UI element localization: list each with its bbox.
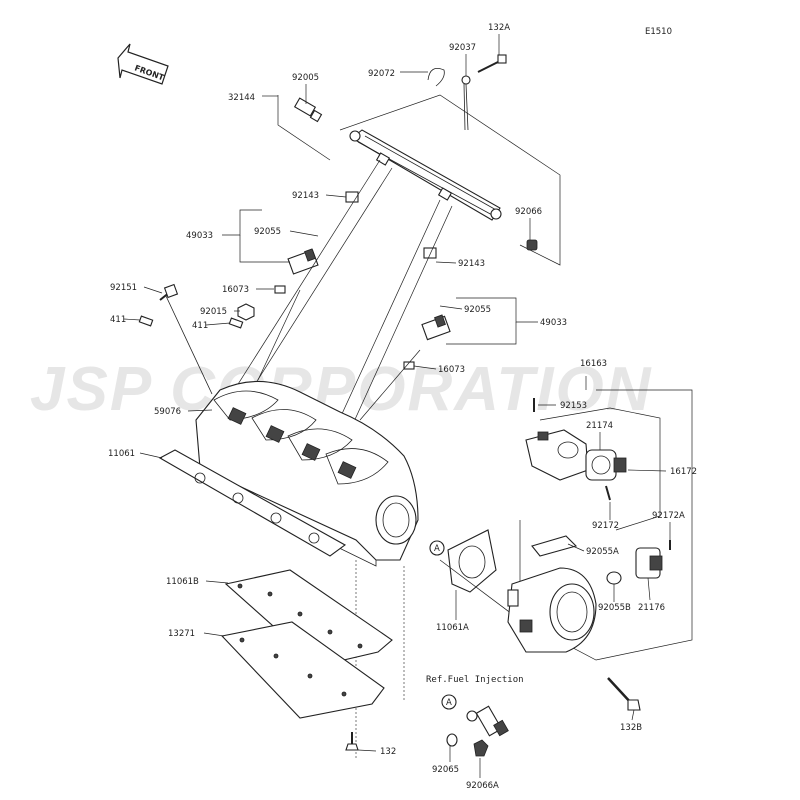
plug-92066A bbox=[473, 739, 489, 757]
fuel-rail bbox=[349, 129, 502, 221]
seal-92143-right bbox=[423, 247, 437, 259]
assembly-lines bbox=[227, 159, 453, 449]
label-92172A: 92172A bbox=[652, 511, 685, 521]
sub-group-box bbox=[539, 407, 661, 531]
bolt-132A bbox=[477, 54, 507, 73]
rail-bracket bbox=[277, 95, 331, 161]
label-16163: 16163 bbox=[580, 359, 607, 369]
rail-outline bbox=[339, 94, 561, 266]
bolt-132B bbox=[607, 677, 641, 711]
label-132B: 132B bbox=[620, 723, 642, 733]
label-92066A: 92066A bbox=[466, 781, 499, 791]
washer-92065 bbox=[446, 733, 458, 747]
bolt-92151 bbox=[159, 283, 213, 395]
throttle-body bbox=[507, 567, 597, 653]
label-92143-left: 92143 bbox=[292, 191, 319, 201]
label-92015: 92015 bbox=[200, 307, 227, 317]
label-132: 132 bbox=[380, 747, 396, 757]
label-49033-left: 49033 bbox=[186, 231, 213, 241]
label-13271: 13271 bbox=[168, 629, 195, 639]
label-16073-right: 16073 bbox=[438, 365, 465, 375]
label-92072: 92072 bbox=[368, 69, 395, 79]
plate-13271 bbox=[220, 621, 385, 719]
ref-fuel-injection-sensor bbox=[466, 705, 509, 737]
label-49033-right: 49033 bbox=[540, 318, 567, 328]
label-92153: 92153 bbox=[560, 401, 587, 411]
clip-92072 bbox=[427, 67, 445, 87]
front-arrow-icon: FRONT bbox=[117, 43, 169, 85]
label-21176: 21176 bbox=[638, 603, 665, 613]
label-92055B: 92055B bbox=[598, 603, 631, 613]
svg-text:A: A bbox=[434, 544, 440, 554]
callout-a-2: A bbox=[441, 694, 457, 710]
label-92037: 92037 bbox=[449, 43, 476, 53]
svg-text:A: A bbox=[446, 698, 452, 708]
label-11061A: 11061A bbox=[436, 623, 469, 633]
injector-left bbox=[274, 248, 319, 294]
label-21174: 21174 bbox=[586, 421, 613, 431]
gasket-11061 bbox=[158, 449, 347, 557]
label-92055-right: 92055 bbox=[464, 305, 491, 315]
label-92005: 92005 bbox=[292, 73, 319, 83]
label-92055A: 92055A bbox=[586, 547, 619, 557]
label-92065: 92065 bbox=[432, 765, 459, 775]
gasket-11061A bbox=[447, 529, 497, 593]
label-59076: 59076 bbox=[154, 407, 181, 417]
label-11061: 11061 bbox=[108, 449, 135, 459]
pin-411 bbox=[138, 315, 244, 329]
injector-right bbox=[403, 314, 451, 370]
idle-control-housing bbox=[525, 429, 589, 481]
clamp-92037 bbox=[461, 75, 471, 131]
callout-a-1: A bbox=[429, 540, 445, 556]
label-16073-left: 16073 bbox=[222, 285, 249, 295]
label-32144: 32144 bbox=[228, 93, 255, 103]
sensor-21176 bbox=[635, 547, 663, 579]
label-92143-right: 92143 bbox=[458, 259, 485, 269]
label-92055-left: 92055 bbox=[254, 227, 281, 237]
part-labels: 32144 92005 92072 92037 132A 92066 92143… bbox=[108, 23, 697, 791]
diagram-code: E1510 bbox=[645, 27, 672, 37]
actuator-21174 bbox=[585, 449, 627, 481]
gasket-92055A bbox=[531, 535, 578, 557]
screw-92172 bbox=[605, 485, 611, 501]
label-92151: 92151 bbox=[110, 283, 137, 293]
ref-fuel-injection-note: Ref.Fuel Injection bbox=[426, 675, 524, 685]
oring-92055B bbox=[606, 571, 622, 585]
cap-92066 bbox=[526, 239, 538, 251]
label-92066: 92066 bbox=[515, 207, 542, 217]
label-132A: 132A bbox=[488, 23, 510, 33]
label-92172: 92172 bbox=[592, 521, 619, 531]
intake-manifold bbox=[195, 380, 419, 760]
label-411-left: 411 bbox=[110, 315, 126, 325]
label-11061B: 11061B bbox=[166, 577, 199, 587]
nut-92015 bbox=[237, 303, 255, 321]
label-16172: 16172 bbox=[670, 467, 697, 477]
plug-92005 bbox=[293, 97, 323, 123]
label-411-right: 411 bbox=[192, 321, 208, 331]
